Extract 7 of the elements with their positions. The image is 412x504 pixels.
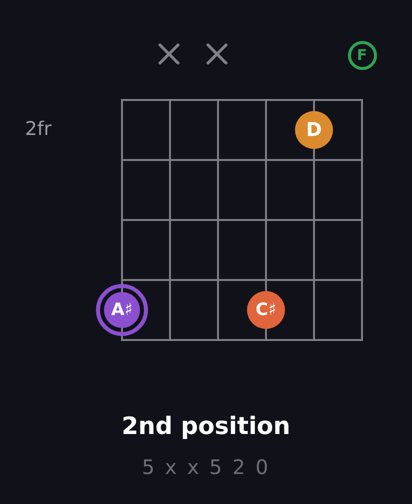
root-note-marker: A♯: [96, 284, 148, 336]
fret-number-label: 2fr: [25, 118, 52, 141]
fingering-label: 5 x x 5 2 0: [142, 455, 270, 479]
chord-title: 2nd position: [122, 412, 290, 441]
note-marker: C♯: [247, 291, 285, 329]
open-string-marker: F: [348, 40, 376, 70]
note-marker: D: [295, 111, 333, 149]
